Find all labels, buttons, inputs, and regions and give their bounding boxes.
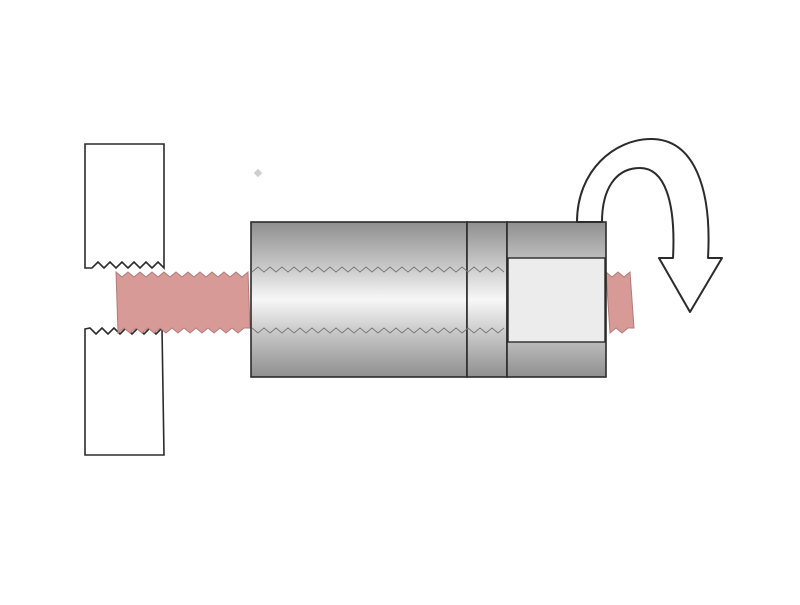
internal-thread-top bbox=[251, 266, 505, 273]
wall-lower bbox=[84, 326, 165, 456]
collar-band bbox=[466, 221, 508, 378]
internal-thread-bottom bbox=[251, 327, 505, 334]
threaded-rod-right bbox=[605, 270, 635, 335]
speck-mark bbox=[253, 168, 263, 178]
nut-end-core bbox=[507, 257, 606, 343]
rotation-arrow-icon bbox=[576, 138, 723, 313]
threaded-rod-left bbox=[115, 270, 251, 335]
wall-upper bbox=[84, 143, 165, 270]
coupling-sleeve bbox=[250, 221, 468, 378]
